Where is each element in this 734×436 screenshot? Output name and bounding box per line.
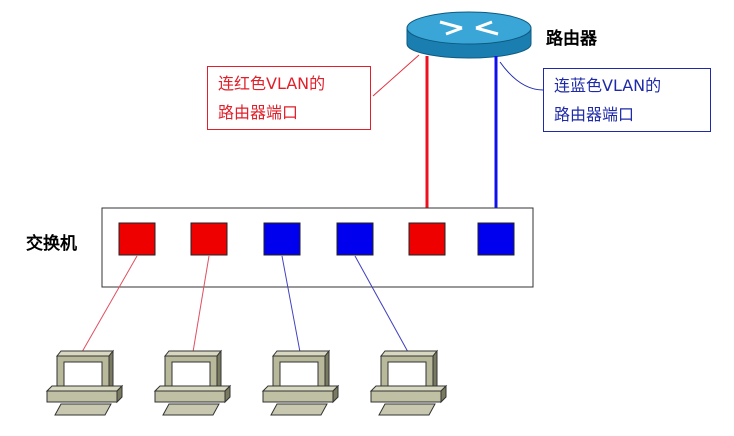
switch-body bbox=[101, 207, 534, 288]
router-icon bbox=[406, 11, 532, 59]
switch-port-blue bbox=[263, 222, 301, 256]
computer-icon bbox=[45, 349, 124, 416]
switch-port-red bbox=[118, 222, 156, 256]
switch-label: 交换机 bbox=[26, 234, 77, 254]
red-callout-line1: 连红色VLAN的 bbox=[218, 74, 326, 93]
pc1-link bbox=[81, 255, 138, 353]
blue-callout-line2: 路由器端口 bbox=[554, 105, 635, 124]
blue-callout-leader bbox=[499, 61, 544, 91]
pc3-link bbox=[281, 255, 301, 353]
computer-icon bbox=[369, 349, 448, 416]
computer-icon bbox=[261, 349, 340, 416]
switch-port-blue bbox=[477, 222, 515, 256]
blue-callout-line1: 连蓝色VLAN的 bbox=[554, 76, 662, 95]
pc4-link bbox=[354, 255, 409, 353]
switch-port-red bbox=[408, 222, 446, 256]
router-label: 路由器 bbox=[546, 29, 597, 49]
blue-vlan-callout: 连蓝色VLAN的 路由器端口 bbox=[543, 68, 711, 132]
computer-icon bbox=[153, 349, 232, 416]
pc2-link bbox=[192, 255, 210, 353]
red-callout-line2: 路由器端口 bbox=[218, 103, 299, 122]
red-callout-leader bbox=[372, 54, 420, 97]
switch-port-red bbox=[190, 222, 228, 256]
switch-port-blue bbox=[336, 222, 374, 256]
red-vlan-callout: 连红色VLAN的 路由器端口 bbox=[207, 66, 371, 130]
